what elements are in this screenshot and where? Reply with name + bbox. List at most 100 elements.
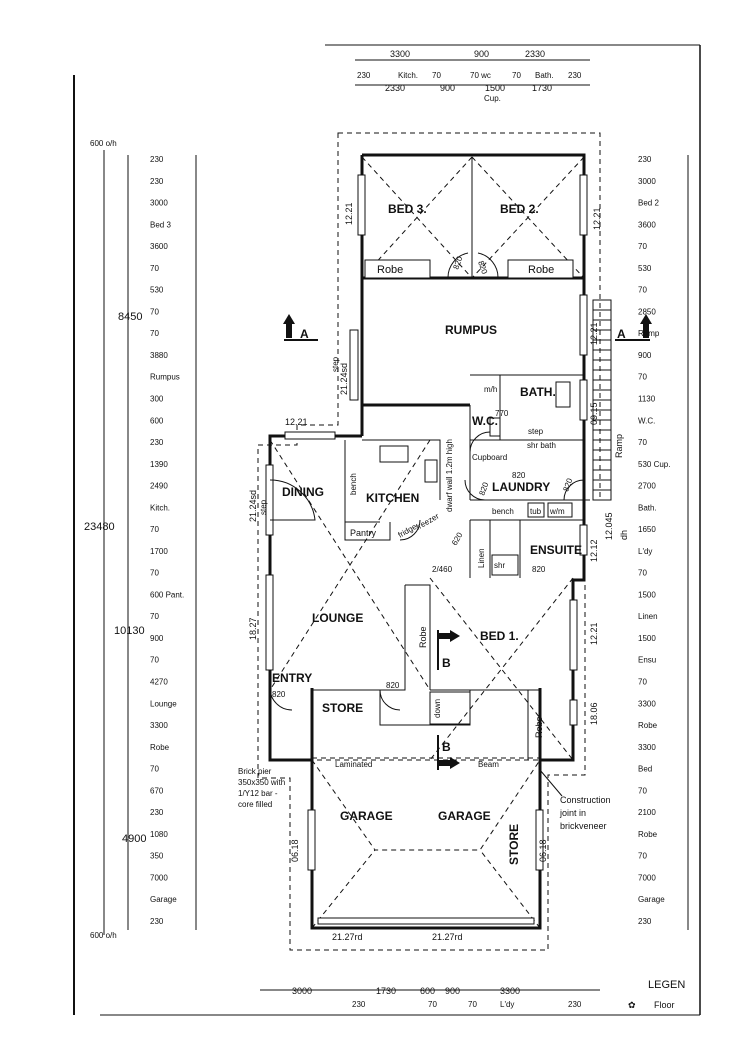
room-wc: W.C. — [472, 414, 498, 428]
arrow-head-icon — [640, 314, 652, 324]
label-bench-laundry: bench — [492, 507, 514, 516]
dimension-label: 70 — [150, 264, 159, 273]
dim-top-70wc: 70 wc — [470, 71, 491, 80]
dimension-label: 600 Pant. — [150, 590, 184, 599]
window-garage-left — [307, 809, 316, 871]
window-robe-bed2 — [507, 259, 574, 279]
room-bed2: BED 2. — [500, 202, 539, 216]
code-garage-bottom2: 21.27rd — [432, 932, 463, 942]
room-lounge: LOUNGE — [312, 611, 363, 625]
label-down: down — [433, 699, 442, 718]
arrow-head-icon — [450, 757, 460, 769]
room-bath: BATH. — [520, 385, 556, 399]
dimension-label: Bath. — [638, 503, 657, 512]
dimension-label: 2100 — [638, 808, 656, 817]
door-size-pantry: 620 — [450, 530, 465, 547]
window-robe-bed3 — [364, 259, 431, 279]
room-ensuite: ENSUITE — [530, 543, 582, 557]
dimension-label: 3000 — [638, 177, 656, 186]
door-size-entry: 820 — [272, 690, 286, 699]
code-garage-right: 06.18 — [538, 839, 548, 862]
code-garage-bottom1: 21.27rd — [332, 932, 363, 942]
room-entry: ENTRY — [272, 671, 312, 685]
ceiling-diagonals-bed — [361, 156, 585, 279]
dimension-label: 3300 — [638, 699, 656, 708]
dimension-label: 70 — [638, 786, 647, 795]
wall-kitchen — [344, 439, 441, 541]
code-rumpus-step: step — [331, 356, 340, 372]
room-store-side: STORE — [507, 824, 521, 865]
marker-a-right-label: A — [617, 327, 626, 341]
room-bed1: BED 1. — [480, 629, 519, 643]
dim-bottom-3000: 3000 — [292, 986, 312, 996]
dim-left-total: 23480 — [84, 521, 115, 533]
window-rumpus-left — [349, 329, 359, 401]
ramp — [592, 299, 612, 501]
dimension-label: 70 — [638, 569, 647, 578]
dimension-label: 1390 — [150, 460, 168, 469]
dimension-label: 7000 — [638, 874, 656, 883]
label-robe-bed3: Robe — [377, 264, 403, 276]
dim-top-70b: 70 — [512, 71, 521, 80]
dimension-label: 7000 — [150, 874, 168, 883]
room-kitchen: KITCHEN — [366, 491, 419, 505]
dim-left-10130: 10130 — [114, 625, 145, 637]
dim-bottom-230a: 230 — [352, 1000, 366, 1009]
dim-bottom-900: 900 — [445, 986, 460, 996]
ramp-treads — [593, 309, 611, 491]
dimension-label: 600 — [150, 416, 164, 425]
code-bed2-right: 12.21 — [592, 207, 602, 230]
label-wm: w/m — [549, 507, 565, 516]
ceiling-diagonals-garage — [290, 759, 541, 929]
dimension-label: 230 — [150, 438, 164, 447]
note-joint-3: brickveneer — [560, 821, 607, 831]
dimension-label: 70 — [150, 525, 159, 534]
dimension-label: 70 — [150, 765, 159, 774]
wall-garage — [310, 688, 542, 930]
top-dimensions: 3300 900 2330 230 Kitch. 70 70 wc 70 Bat… — [355, 49, 590, 103]
label-robe-bed1: Robe — [418, 626, 428, 648]
room-garage-right: GARAGE — [438, 809, 491, 823]
dimension-label: 70 — [150, 656, 159, 665]
code-dining-left: 21.24sd — [248, 490, 258, 522]
wall-wet-areas — [469, 374, 584, 578]
dimension-label: 70 — [150, 307, 159, 316]
dimension-label: Linen — [638, 612, 658, 621]
label-linen: Linen — [477, 548, 486, 568]
dimension-label: Bed 3 — [150, 220, 171, 229]
dimension-label: 70 — [638, 852, 647, 861]
dimension-label: 70 — [150, 612, 159, 621]
dimension-label: Lounge — [150, 699, 177, 708]
dim-top-kitch: Kitch. — [398, 71, 418, 80]
code-dining-step: step — [259, 499, 268, 515]
label-dwarf-wall: dwarf wall 1.2m high — [445, 439, 454, 512]
code-bath: 09.15 — [589, 402, 599, 425]
arrow-head-icon — [450, 630, 460, 642]
laundry-tub — [527, 502, 545, 518]
section-marker-b-upper: B — [437, 630, 460, 670]
dimension-label: Rumpus — [150, 373, 180, 382]
dim-bottom-ldy: L'dy — [500, 1000, 514, 1009]
code-lounge-left: 18.27 — [248, 617, 258, 640]
code-rumpus-right: 12.21 — [589, 322, 599, 345]
dim-top-bath: Bath. — [535, 71, 554, 80]
cooktop — [424, 459, 438, 483]
dimension-label: 1080 — [150, 830, 168, 839]
dimension-label: 230 — [150, 917, 164, 926]
label-bench-kitchen: bench — [349, 473, 358, 495]
dim-top-230a: 230 — [357, 71, 371, 80]
dimension-label: 4270 — [150, 678, 168, 687]
dimension-label: 1500 — [638, 634, 656, 643]
label-cupboard: Cupboard — [472, 453, 507, 462]
windows — [265, 174, 588, 925]
section-marker-a-right: A — [615, 314, 652, 341]
window-garage-right — [535, 809, 544, 871]
dim-top-900: 900 — [474, 49, 489, 59]
dimension-label: 230 — [638, 155, 652, 164]
legend-floor-icon: ✿ — [628, 1000, 636, 1010]
dimension-label: 3300 — [638, 743, 656, 752]
note-construction-joint: Construction joint in brickveneer — [539, 769, 611, 831]
arrow-head-icon — [283, 314, 295, 324]
